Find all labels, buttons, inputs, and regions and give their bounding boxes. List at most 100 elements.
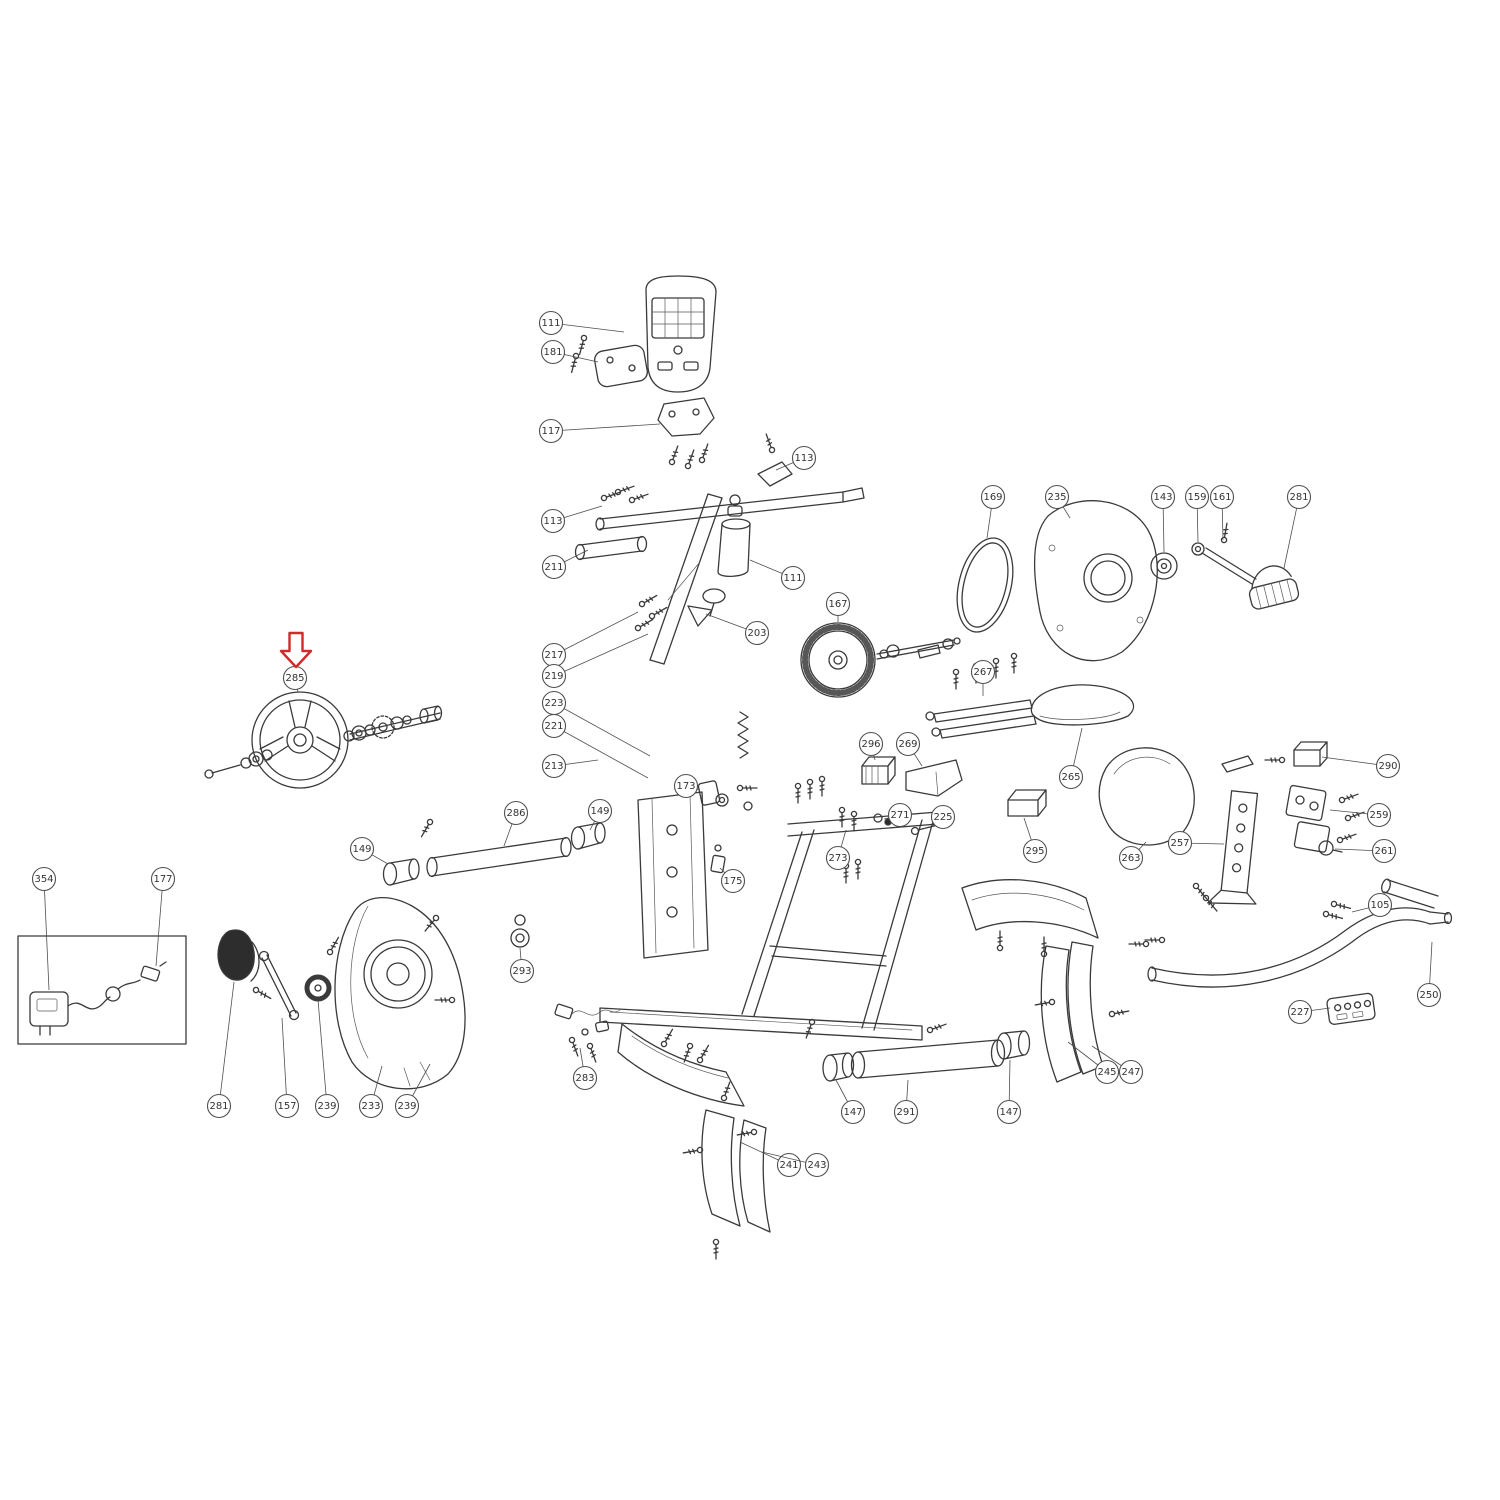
part-callout-263: 263 [1118,841,1147,871]
part-callout-225: 225 [929,804,956,830]
svg-text:296: 296 [861,739,880,750]
svg-text:285: 285 [285,673,304,684]
svg-text:211: 211 [544,562,563,573]
part-callout-295: 295 [1022,817,1048,864]
part-callout-250: 250 [1416,941,1442,1008]
svg-text:281: 281 [1289,492,1308,503]
svg-text:245: 245 [1097,1067,1116,1078]
pedal-crank-drawing [1150,522,1300,610]
svg-text:269: 269 [898,739,917,750]
svg-text:217: 217 [544,650,563,661]
part-callout-143: 143 [1150,484,1176,553]
svg-text:113: 113 [794,453,813,464]
part-callout-239: 239 [394,1063,431,1119]
svg-text:169: 169 [983,492,1002,503]
part-callout-113: 113 [775,445,817,471]
svg-text:273: 273 [828,853,847,864]
part-callout-223: 223 [541,690,651,757]
svg-text:167: 167 [828,599,847,610]
svg-text:111: 111 [783,573,802,584]
part-callout-269: 269 [895,731,923,767]
svg-text:147: 147 [843,1107,862,1118]
svg-text:241: 241 [779,1160,798,1171]
right-leg-cover-drawing [961,879,1099,958]
svg-text:105: 105 [1370,900,1389,911]
part-callout-111: 111 [749,559,806,591]
svg-text:235: 235 [1047,492,1066,503]
part-callout-113: 113 [540,505,603,534]
svg-text:239: 239 [317,1101,336,1112]
chain-cover-drawing [1033,500,1158,662]
part-callout-147: 147 [835,1079,866,1125]
svg-text:177: 177 [153,874,172,885]
part-callout-259: 259 [1329,802,1392,828]
handlebar-tube-drawing [574,535,648,561]
part-callout-241: 241 [739,1141,802,1178]
part-callout-111: 111 [538,310,625,336]
magnet-assembly-drawing [217,929,342,1021]
part-callout-261: 261 [1334,838,1397,864]
part-callout-265: 265 [1058,727,1084,790]
svg-text:239: 239 [397,1101,416,1112]
svg-text:223: 223 [544,698,563,709]
part-callout-290: 290 [1321,753,1401,779]
part-callout-213: 213 [541,753,599,779]
mast-bracket-drawing [657,397,715,470]
highlight-arrow-icon [279,631,313,669]
console-drawing [645,275,717,393]
svg-text:263: 263 [1121,853,1140,864]
part-callout-281: 281 [206,981,235,1119]
part-callout-247: 247 [1091,1045,1144,1085]
rear-handlebar-drawing [1147,878,1453,1025]
svg-text:265: 265 [1061,772,1080,783]
svg-text:225: 225 [933,812,952,823]
part-callout-203: 203 [705,613,770,646]
part-callout-161: 161 [1209,484,1235,541]
svg-text:143: 143 [1153,492,1172,503]
cross-tube-drawing [382,817,606,886]
part-callout-257: 257 [1167,830,1225,856]
brake-spring-drawing [697,711,758,874]
part-callout-245: 245 [1067,1041,1120,1085]
part-callout-239: 239 [314,999,340,1119]
svg-text:291: 291 [896,1107,915,1118]
part-callout-286: 286 [503,800,529,847]
part-callout-149: 149 [587,798,613,831]
part-callout-227: 227 [1287,999,1331,1025]
svg-text:295: 295 [1025,846,1044,857]
part-callout-281: 281 [1283,484,1312,569]
svg-text:203: 203 [747,628,766,639]
power-adapter-drawing [17,935,187,1045]
svg-text:111: 111 [541,318,560,329]
svg-text:233: 233 [361,1101,380,1112]
svg-text:267: 267 [973,667,992,678]
part-callout-296: 296 [858,731,884,761]
svg-text:281: 281 [209,1101,228,1112]
part-callout-173: 173 [673,773,701,799]
water-bottle-drawing [702,494,751,617]
right-cover-drawing [1034,936,1166,1083]
svg-text:283: 283 [575,1073,594,1084]
svg-text:213: 213 [544,761,563,772]
part-callout-221: 221 [541,713,649,779]
svg-text:113: 113 [543,516,562,527]
seat-post-drawing [1191,755,1259,914]
part-callout-293: 293 [509,947,535,984]
part-callout-167: 167 [825,591,851,622]
svg-text:261: 261 [1374,846,1393,857]
svg-text:250: 250 [1419,990,1438,1001]
part-callout-271: 271 [883,802,913,828]
part-callout-181: 181 [540,339,599,365]
part-callout-175: 175 [719,867,746,894]
flywheel-drawing [800,622,961,698]
svg-text:286: 286 [506,808,525,819]
svg-text:227: 227 [1290,1007,1309,1018]
svg-text:149: 149 [352,844,371,855]
part-callout-211: 211 [541,549,589,580]
svg-text:290: 290 [1378,761,1397,772]
part-callout-291: 291 [893,1079,919,1125]
console-mount-plate-drawing [568,334,648,388]
callout-layer: 1111811171132112172192232212132851131112… [31,310,1442,1178]
part-callout-219: 219 [541,633,649,689]
